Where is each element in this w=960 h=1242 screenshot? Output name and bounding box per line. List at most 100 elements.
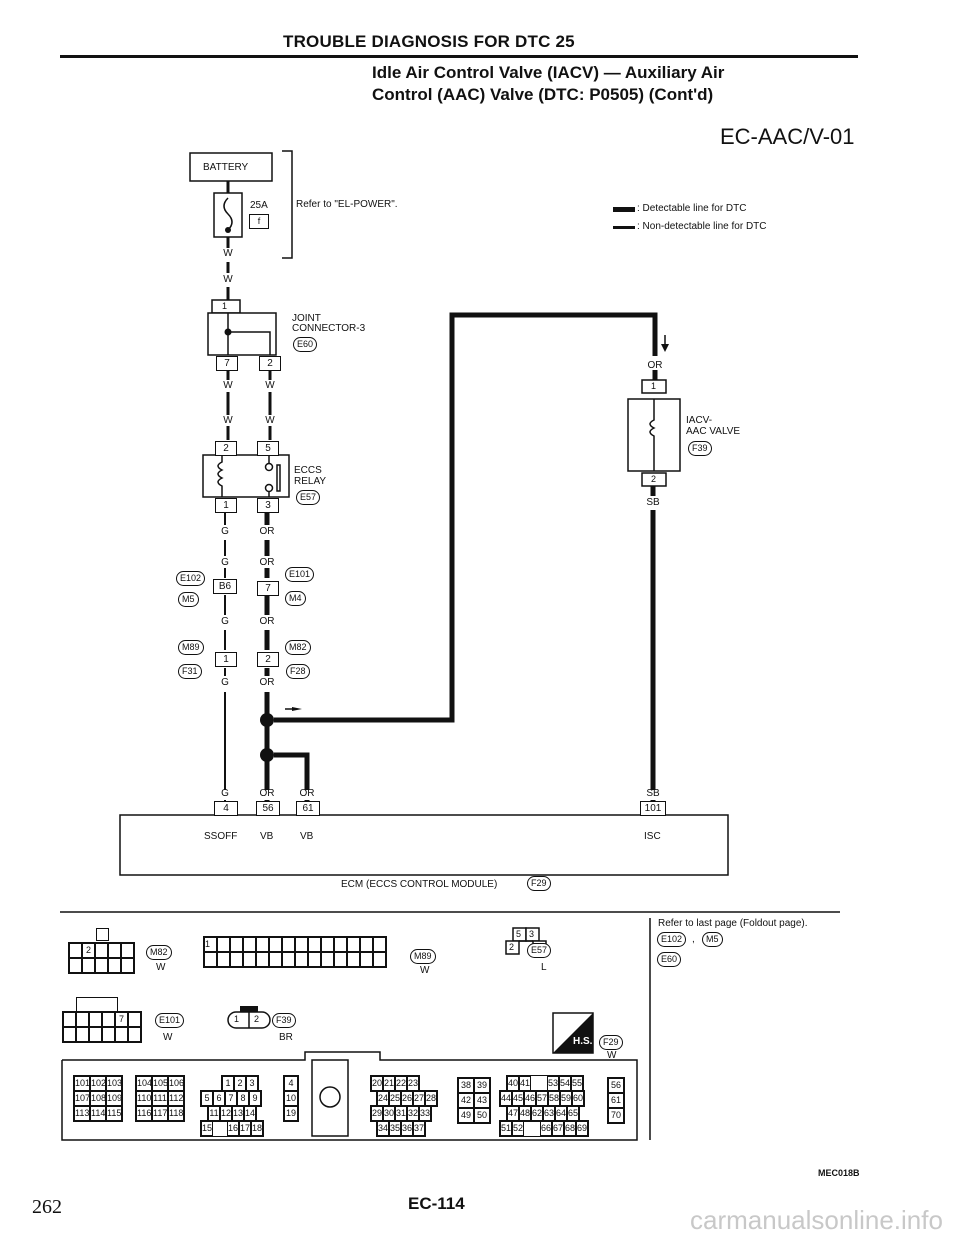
connector-ref-m82: M82 [146, 945, 172, 960]
connector-color: L [541, 962, 547, 973]
connector-ref-e57: E57 [527, 943, 552, 958]
ecm-connector-lock [319, 1086, 341, 1108]
connector-ref-e60[interactable]: E60 [657, 952, 682, 967]
connector-ref-e60: E60 [293, 337, 318, 352]
diagram-id: EC-AAC/V-01 [720, 124, 855, 149]
connector-ref-f31: F31 [178, 664, 202, 679]
joint-connector-label: CONNECTOR-3 [292, 323, 366, 334]
connector-ref-e101: E101 [155, 1013, 185, 1028]
pin-label: 1 [215, 498, 237, 513]
fuse-id: f [249, 214, 269, 229]
fuse-rating: 25A [250, 200, 268, 211]
subtitle-line2: Control (AAC) Valve (DTC: P0505) (Cont'd… [372, 85, 714, 104]
connector-ref-e102: E102 [176, 571, 206, 586]
wire-or-to-iacv [274, 312, 658, 723]
wire-label: W [265, 380, 275, 391]
ecm-pin: 61 [296, 801, 320, 816]
wire-label: W [265, 415, 275, 426]
legend-nondetectable-swatch [613, 226, 635, 229]
wire-label: W [223, 248, 233, 259]
ecm-box [119, 814, 729, 876]
iacv-label: AAC VALVE [686, 426, 741, 437]
battery-box [189, 152, 273, 182]
eccs-relay-label: RELAY [294, 476, 327, 487]
connector-ref-m4: M4 [285, 591, 306, 606]
wire-label: OR [259, 677, 275, 688]
connector-color: W [420, 965, 430, 976]
joint-connector-label: JOINT [292, 313, 321, 324]
pin-label: 1 [215, 652, 237, 667]
pin-label: 2 [254, 1014, 260, 1024]
pin-label: 2 [651, 474, 657, 484]
connector-ref-m89: M89 [410, 949, 436, 964]
wire-label: G [221, 677, 229, 688]
fuse-symbol [223, 197, 233, 231]
splice-2 [260, 748, 274, 762]
legend-nondetectable-label: : Non-detectable line for DTC [637, 221, 767, 232]
eccs-relay-box [202, 454, 290, 498]
refer-el-power-note: Refer to "EL-POWER". [296, 199, 398, 210]
ecm-terminal-name: ISC [644, 831, 661, 842]
pin-label: 7 [216, 356, 238, 371]
pin-label: 3 [529, 929, 535, 939]
wire-label: G [221, 788, 229, 799]
ecm-label: ECM (ECCS CONTROL MODULE) [341, 879, 498, 890]
eccs-relay-label: ECCS [294, 465, 322, 476]
connector-m82-view: 2 [68, 942, 135, 974]
pin-label: 2 [215, 441, 237, 456]
ecm-pin: 56 [256, 801, 280, 816]
wire-or-to-ecm61 [274, 752, 310, 790]
pin-label: 5 [257, 441, 279, 456]
foldout-note: Refer to last page (Foldout page). [658, 918, 808, 929]
connector-ref-m5: M5 [178, 592, 199, 607]
ecm-terminal-name: SSOFF [204, 831, 238, 842]
wire-label: OR [259, 616, 275, 627]
connector-color: W [607, 1050, 617, 1061]
page-code: EC-114 [408, 1194, 465, 1213]
hs-label: H.S. [573, 1036, 593, 1047]
connector-ref-m5[interactable]: M5 [702, 932, 723, 947]
connector-ref-f29: F29 [527, 876, 551, 891]
joint-connector-box [207, 312, 277, 356]
pin-label: 2 [259, 356, 281, 371]
pin-label: 5 [516, 929, 522, 939]
wire-label: G [221, 526, 229, 537]
connector-ref-f28: F28 [286, 664, 310, 679]
pin-label: 2 [509, 942, 515, 952]
battery-label: BATTERY [203, 162, 249, 173]
header-rule [60, 55, 858, 58]
ecm-pin: 101 [640, 801, 666, 816]
relay-coil [217, 455, 224, 497]
wire-label: SB [646, 497, 660, 508]
legend-detectable-swatch [613, 207, 635, 212]
connector-ref-m82: M82 [285, 640, 311, 655]
m82-latch [96, 928, 109, 941]
connector-ref-e101: E101 [285, 567, 315, 582]
ecm-terminal-name: VB [300, 831, 314, 842]
pin-label: 1 [234, 1014, 240, 1024]
pin-label: 1 [651, 381, 657, 391]
wire-label: G [221, 557, 229, 568]
connector-color: W [156, 962, 166, 973]
wire-label: OR [259, 526, 275, 537]
iacv-label: IACV- [686, 415, 713, 426]
wire-label: SB [646, 788, 660, 799]
iacv-coil [649, 399, 656, 471]
pin-label: 1 [222, 301, 228, 311]
connector-ref-f39: F39 [688, 441, 712, 456]
connector-ref-e102[interactable]: E102 [657, 932, 687, 947]
connector-ref-m89: M89 [178, 640, 204, 655]
wire-label: W [223, 274, 233, 285]
wire-label: W [223, 415, 233, 426]
wire-label: OR [259, 788, 275, 799]
ecm-connector-outline [61, 1051, 638, 1141]
figure-code: MEC018B [818, 1168, 860, 1178]
connector-ref-f39: F39 [272, 1013, 296, 1028]
